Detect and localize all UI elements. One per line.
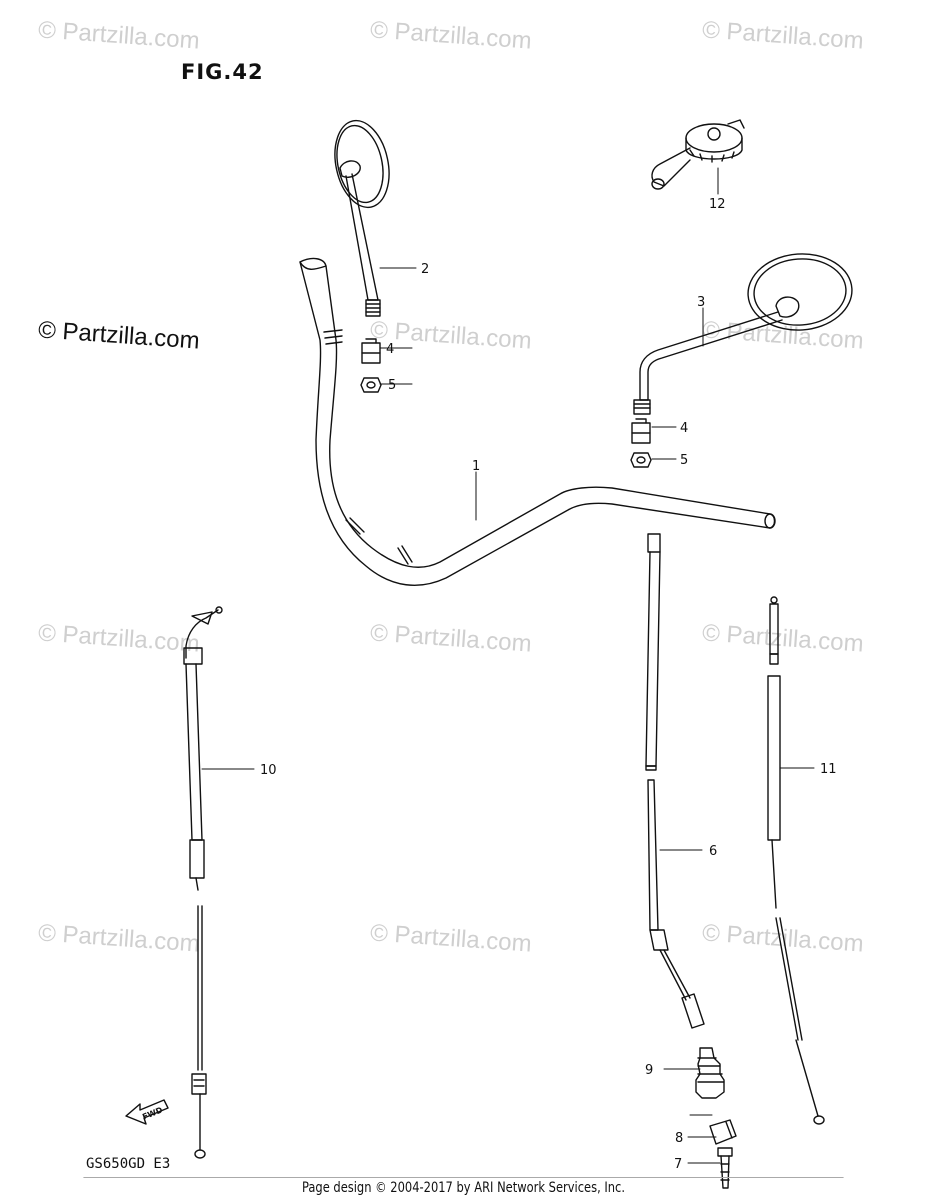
choke-lever-part [651, 119, 745, 190]
rubber-boot-part [695, 1047, 725, 1099]
callout-1: 1 [472, 459, 480, 474]
left-mirror-part [334, 119, 390, 317]
callout-6: 6 [709, 844, 717, 859]
callout-7: 7 [674, 1157, 682, 1172]
right-mirror-part [633, 253, 853, 415]
model-code: GS650GD E3 [86, 1156, 171, 1172]
callout-5-left: 5 [388, 378, 396, 393]
left-adapter-part [361, 338, 381, 364]
fwd-arrow-icon [125, 1099, 169, 1125]
clutch-cable-part [645, 533, 705, 1029]
bolt-part [717, 1147, 733, 1189]
callout-3: 3 [697, 295, 705, 310]
right-nut-part [630, 452, 652, 468]
callout-4-right: 4 [680, 421, 688, 436]
callout-8: 8 [675, 1131, 683, 1146]
callout-12: 12 [709, 197, 726, 212]
throttle-cable-part [183, 606, 223, 1159]
callout-2: 2 [421, 262, 429, 277]
figure-title: FIG.42 [181, 60, 264, 84]
footer-copyright: Page design © 2004-2017 by ARI Network S… [83, 1177, 844, 1196]
handlebar-part [299, 257, 776, 586]
cable-right-part [767, 596, 825, 1125]
callout-9: 9 [645, 1063, 653, 1078]
callout-5-right: 5 [680, 453, 688, 468]
callout-10: 10 [260, 763, 277, 778]
callout-11: 11 [820, 762, 837, 777]
callout-4-left: 4 [386, 342, 394, 357]
adjuster-part [709, 1119, 737, 1145]
left-nut-part [360, 377, 382, 393]
right-adapter-part [631, 418, 651, 444]
